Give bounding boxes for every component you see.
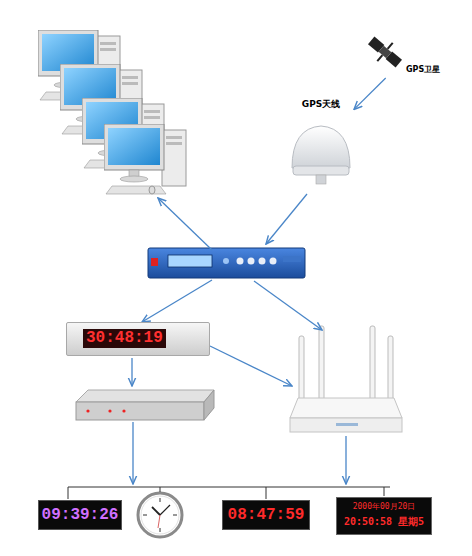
analog-clock <box>138 493 182 537</box>
node-label: GPS天线 <box>288 98 354 111</box>
rack-clock: 30:48:19 <box>66 322 210 356</box>
node-label: GPS卫星 <box>406 64 440 75</box>
calendar-clock: 2000年00月20日 20:50:58 星期5 <box>336 497 432 535</box>
antenna-node: GPS天线 <box>288 98 354 186</box>
node-label: 2000年00月20日 <box>337 501 431 512</box>
digital-clock: 08:47:59 <box>222 500 310 530</box>
wifi-router <box>290 326 402 432</box>
digital-clock: 09:39:26 <box>38 500 122 530</box>
signal-arrow <box>354 78 386 109</box>
mouse <box>149 186 155 194</box>
node-label: 20:50:58 星期5 <box>337 515 431 529</box>
time-server <box>148 248 305 278</box>
signal-distributor <box>76 390 214 420</box>
node-label: 08:47:59 <box>223 506 309 525</box>
gps-antenna-icon <box>292 126 350 184</box>
computer <box>104 124 186 194</box>
satellite-icon <box>363 31 406 73</box>
node-label: 30:48:19 <box>83 329 166 348</box>
node-label: 09:39:26 <box>39 506 121 525</box>
satellite-node: GPS卫星 <box>366 34 450 78</box>
